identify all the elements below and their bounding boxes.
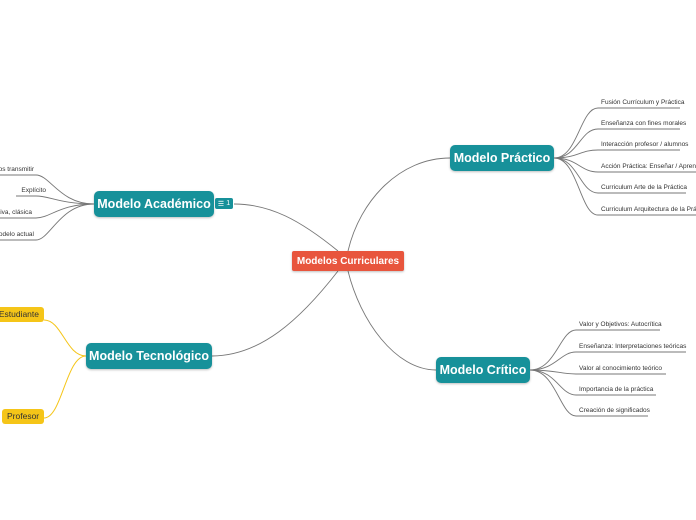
subtopic-academico-1[interactable]: e debemos transmitir [0,166,34,173]
topic-label: Modelo Crítico [439,363,527,377]
subtopic-practico-5[interactable]: Curriculum Arte de la Práctica [601,184,687,191]
topic-modelo-tecnologico[interactable]: Modelo Tecnológico [86,343,212,369]
subtopic-academico-3[interactable]: uela Activa, clásica [0,209,32,216]
subtopic-critico-5[interactable]: Creación de significados [579,407,650,414]
subtopic-critico-3[interactable]: Valor al conocimiento teórico [579,365,662,372]
list-icon: ☰ [217,200,225,208]
subtopic-practico-4[interactable]: Acción Práctica: Enseñar / Aprend [601,163,696,170]
topic-label: Modelo Académico [97,197,211,211]
notes-badge[interactable]: ☰ 1 [215,198,233,209]
subtopic-practico-6[interactable]: Curriculum Arquitectura de la Prá [601,206,696,213]
subtopic-practico-1[interactable]: Fusión Currículum y Práctica [601,99,685,106]
notes-count: 1 [226,200,231,207]
topic-modelo-critico[interactable]: Modelo Crítico [436,357,530,383]
central-topic-label: Modelos Curriculares [296,255,400,267]
topic-label: Modelo Práctico [453,151,551,165]
topic-modelo-practico[interactable]: Modelo Práctico [450,145,554,171]
topic-modelo-academico[interactable]: Modelo Académico [94,191,214,217]
subtopic-critico-4[interactable]: Importancia de la práctica [579,386,654,393]
subtopic-critico-1[interactable]: Valor y Objetivos: Autocrítica [579,321,662,328]
central-topic[interactable]: Modelos Curriculares [292,251,404,271]
subtopic-profesor[interactable]: Profesor [2,409,45,424]
subtopic-academico-2[interactable]: Explícito [21,187,46,194]
subtopic-academico-4[interactable]: n con modelo actual [0,231,34,238]
subtopic-practico-3[interactable]: Interacción profesor / alumnos [601,141,689,148]
subtopic-estudiante[interactable]: Estudiante [0,307,44,322]
subtopic-critico-2[interactable]: Enseñanza: Interpretaciones teóricas [579,343,687,350]
topic-label: Modelo Tecnológico [89,349,209,363]
subtopic-practico-2[interactable]: Enseñanza con fines morales [601,120,687,127]
